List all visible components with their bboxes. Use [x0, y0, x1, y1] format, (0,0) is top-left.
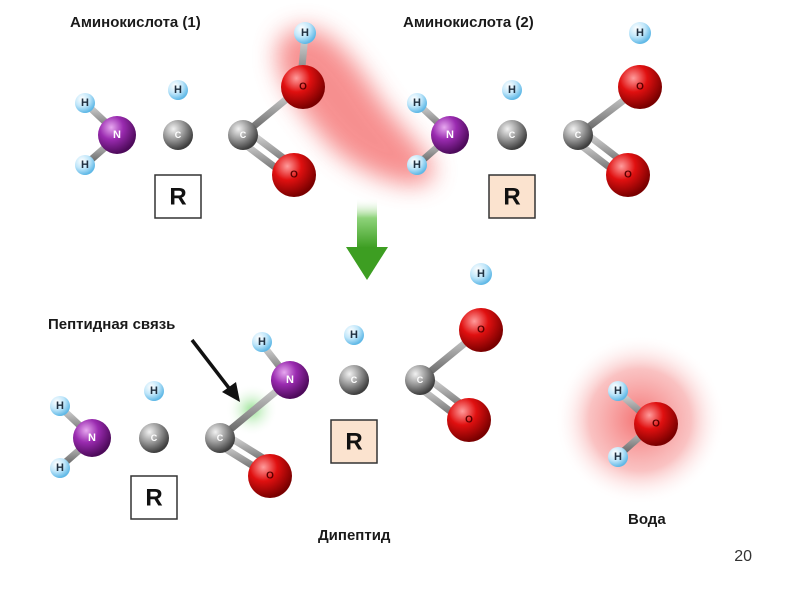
atom-label: C: [240, 130, 247, 140]
nitrogen-atom: [431, 116, 469, 154]
atom-label: H: [301, 27, 309, 39]
radical-label: R: [169, 184, 186, 211]
atom-label: H: [174, 84, 182, 96]
amino-acid-1: H H N H C R C H O O: [75, 22, 325, 219]
hydrogen-atom: [407, 93, 427, 113]
oxygen-atom: [618, 65, 662, 109]
atom-label: C: [151, 433, 158, 443]
page-number: 20: [734, 548, 752, 565]
atom-label: C: [417, 375, 424, 385]
atom-label: C: [351, 375, 358, 385]
atom-label: H: [477, 268, 485, 280]
reaction-arrow: [346, 198, 388, 280]
atom-label: H: [636, 27, 644, 39]
atom-label: O: [652, 419, 660, 430]
atom-label: N: [113, 129, 121, 141]
amino-acid-1-label: Аминокислота (1): [70, 14, 201, 31]
water-elimination-highlight: [277, 28, 434, 185]
atom-label: O: [290, 170, 298, 181]
carbon-atom: [163, 120, 193, 150]
hydrogen-atom: [50, 396, 70, 416]
hydrogen-atom: [608, 447, 628, 467]
atom-label: H: [81, 159, 89, 171]
atom-label: C: [217, 433, 224, 443]
atom-label: H: [614, 451, 622, 463]
hydrogen-atom: [344, 325, 364, 345]
carbon-atom: [563, 120, 593, 150]
amino-acid-2: H H N H C R C H O O: [407, 22, 662, 219]
hydrogen-atom: [470, 263, 492, 285]
oxygen-atom: [248, 454, 292, 498]
atom-label: C: [575, 130, 582, 140]
atom-label: O: [465, 415, 473, 426]
oxygen-atom: [272, 153, 316, 197]
oxygen-atom: [634, 402, 678, 446]
nitrogen-atom: [73, 419, 111, 457]
carbon-atom: [497, 120, 527, 150]
nitrogen-atom: [98, 116, 136, 154]
atom-label: O: [624, 170, 632, 181]
oxygen-atom: [606, 153, 650, 197]
radical-box: [130, 475, 178, 520]
atom-label: N: [446, 129, 454, 141]
atom-label: H: [150, 385, 158, 397]
hydrogen-atom: [144, 381, 164, 401]
atom-label: H: [413, 97, 421, 109]
carbon-atom: [339, 365, 369, 395]
carbon-atom: [205, 423, 235, 453]
water-label: Вода: [628, 511, 666, 528]
dipeptide-label: Дипептид: [318, 527, 391, 544]
peptide-bond-label: Пептидная связь: [48, 316, 175, 333]
atom-label: N: [286, 374, 294, 386]
atom-label: H: [258, 336, 266, 348]
radical-label: R: [345, 429, 362, 456]
oxygen-atom: [447, 398, 491, 442]
carbon-atom: [228, 120, 258, 150]
atom-label: C: [175, 130, 182, 140]
nitrogen-atom: [271, 361, 309, 399]
carbon-atom: [405, 365, 435, 395]
atom-label: N: [88, 432, 96, 444]
radical-box: [488, 174, 536, 219]
atom-label: O: [636, 82, 644, 93]
amino-acid-2-label: Аминокислота (2): [403, 14, 534, 31]
carbon-atom: [139, 423, 169, 453]
atom-label: H: [56, 462, 64, 474]
hydrogen-atom: [252, 332, 272, 352]
atom-label: C: [509, 130, 516, 140]
hydrogen-atom: [407, 155, 427, 175]
atom-label: H: [508, 84, 516, 96]
hydrogen-atom: [294, 22, 316, 44]
hydrogen-atom: [502, 80, 522, 100]
hydrogen-atom: [608, 381, 628, 401]
oxygen-atom: [281, 65, 325, 109]
atom-label: H: [81, 97, 89, 109]
atom-label: H: [413, 159, 421, 171]
atom-label: O: [299, 82, 307, 93]
hydrogen-atom: [629, 22, 651, 44]
atom-label: O: [477, 325, 485, 336]
water-molecule: H H O: [608, 381, 678, 467]
radical-box: [154, 174, 202, 219]
hydrogen-atom: [168, 80, 188, 100]
radical-box: [330, 419, 378, 464]
radical-label: R: [145, 485, 162, 512]
hydrogen-atom: [75, 155, 95, 175]
hydrogen-atom: [50, 458, 70, 478]
peptide-bond-pointer: [190, 338, 240, 402]
atom-label: H: [614, 385, 622, 397]
radical-label: R: [503, 184, 520, 211]
dipeptide-molecule: H H N H C R C O H N H C R C H O O: [50, 263, 503, 520]
atom-label: H: [350, 329, 358, 341]
oxygen-atom: [459, 308, 503, 352]
atom-label: O: [266, 471, 274, 482]
atom-label: H: [56, 400, 64, 412]
hydrogen-atom: [75, 93, 95, 113]
